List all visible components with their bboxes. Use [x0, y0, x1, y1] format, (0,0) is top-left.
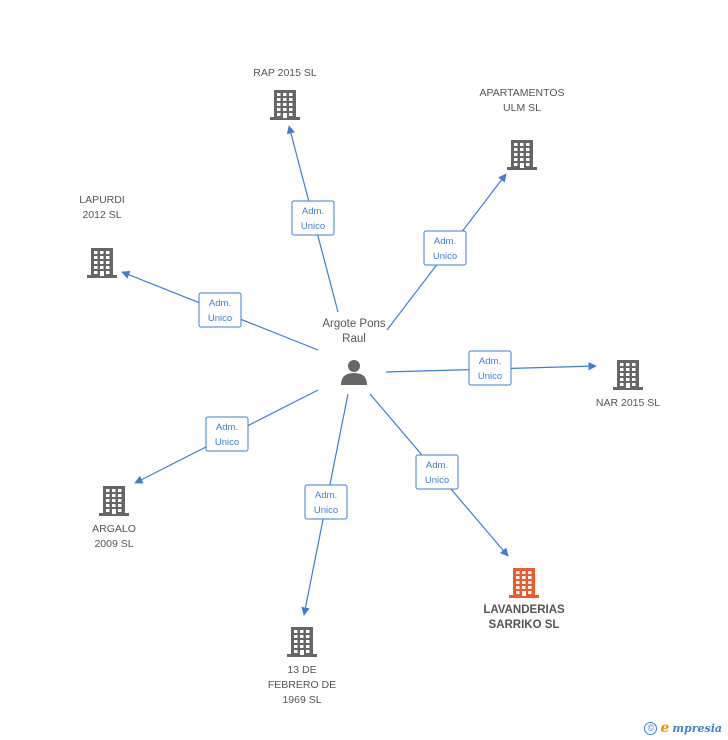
edge-label-box — [198, 292, 242, 328]
company-label-line: RAP 2015 SL — [253, 67, 317, 79]
edge-label-text: Adm. Unico — [215, 422, 239, 448]
company-label-line: ARGALO — [92, 523, 136, 535]
edge-label-text-line: Adm. — [426, 460, 448, 471]
company-label-line: SARRIKO SL — [489, 619, 560, 631]
company-label-line: FEBRERO DE — [268, 679, 336, 691]
company-label-line: 13 DE — [287, 664, 316, 676]
edge-label-text: Adm. Unico — [314, 490, 338, 516]
company-label-line: 2012 SL — [82, 209, 121, 221]
edges-layer: Adm.UnicoAdm.UnicoAdm.UnicoAdm.UnicoAdm.… — [121, 125, 597, 616]
person-name-line: Raul — [342, 333, 366, 345]
company-node-apartamentos[interactable]: APARTAMENTOS ULM SL — [480, 87, 565, 170]
building-icon — [507, 140, 537, 170]
brand-name: mpresia — [672, 721, 722, 735]
edge-label-text-line: Adm. — [479, 356, 501, 367]
edge-label-text-line: Unico — [425, 475, 449, 486]
company-label: RAP 2015 SL — [253, 67, 317, 79]
edge-lavanderias: Adm. Unico — [369, 393, 509, 557]
company-label-line: ULM SL — [503, 102, 541, 114]
edge-label-box — [205, 416, 249, 452]
copyright-icon: © — [644, 721, 658, 735]
edge-label-text-line: Adm. — [216, 422, 238, 433]
edge-nar: Adm. Unico — [385, 350, 597, 386]
company-node-febrero[interactable]: 13 DE FEBRERO DE 1969 SL — [268, 627, 336, 706]
edge-rap: Adm. Unico — [286, 125, 339, 313]
edge-label-adm-unico[interactable]: Adm. Unico — [198, 292, 242, 328]
company-label: NAR 2015 SL — [596, 397, 660, 409]
edge-label-text-line: Unico — [433, 251, 457, 262]
edge-label-text-line: Unico — [314, 505, 338, 516]
edge-label-adm-unico[interactable]: Adm. Unico — [304, 484, 348, 520]
edge-febrero: Adm. Unico — [301, 393, 349, 616]
edge-label-text: Adm. Unico — [301, 206, 325, 232]
company-node-rap[interactable]: RAP 2015 SL — [253, 67, 317, 120]
building-icon — [509, 568, 539, 598]
edge-lapurdi: Adm. Unico — [121, 270, 319, 351]
edge-label-adm-unico[interactable]: Adm. Unico — [205, 416, 249, 452]
edge-apartamentos: Adm. Unico — [386, 173, 507, 331]
company-label-line: 2009 SL — [94, 538, 133, 550]
company-label: LAPURDI 2012 SL — [79, 194, 125, 221]
edge-label-adm-unico[interactable]: Adm. Unico — [423, 230, 467, 266]
edge-label-box — [304, 484, 348, 520]
building-icon — [613, 360, 643, 390]
company-label: ARGALO 2009 SL — [92, 523, 136, 550]
edge-label-text-line: Unico — [215, 437, 239, 448]
edge-label-text-line: Unico — [478, 371, 502, 382]
edge-label-text-line: Unico — [301, 221, 325, 232]
nodes-layer: RAP 2015 SL APARTAMENTOS ULM SL LAPURDI 2012… — [79, 67, 660, 706]
building-icon — [87, 248, 117, 278]
company-label: APARTAMENTOS ULM SL — [480, 87, 565, 114]
edge-label-text-line: Adm. — [315, 490, 337, 501]
edge-label-adm-unico[interactable]: Adm. Unico — [291, 200, 335, 236]
edge-label-box — [415, 454, 459, 490]
edge-label-text: Adm. Unico — [208, 298, 232, 324]
edge-label-box — [468, 350, 512, 386]
edge-argalo: Adm. Unico — [134, 389, 319, 484]
person-name-line: Argote Pons — [322, 318, 386, 330]
brand-initial: e — [660, 720, 670, 736]
company-node-argalo[interactable]: ARGALO 2009 SL — [92, 486, 136, 550]
building-icon — [270, 90, 300, 120]
edge-label-box — [291, 200, 335, 236]
company-label: LAVANDERIAS SARRIKO SL — [483, 604, 565, 631]
edge-label-text: Adm. Unico — [478, 356, 502, 382]
company-node-lapurdi[interactable]: LAPURDI 2012 SL — [79, 194, 125, 278]
edge-label-box — [423, 230, 467, 266]
edge-label-text-line: Adm. — [434, 236, 456, 247]
company-label-line: APARTAMENTOS — [480, 87, 565, 99]
company-label-line: LAPURDI — [79, 194, 125, 206]
company-label: 13 DE FEBRERO DE 1969 SL — [268, 664, 336, 706]
building-icon — [99, 486, 129, 516]
edge-label-text-line: Adm. — [209, 298, 231, 309]
edge-label-adm-unico[interactable]: Adm. Unico — [415, 454, 459, 490]
person-icon — [341, 360, 367, 385]
company-node-lavanderias[interactable]: LAVANDERIAS SARRIKO SL — [483, 568, 565, 631]
company-label-line: LAVANDERIAS — [483, 604, 565, 616]
building-icon — [287, 627, 317, 657]
company-label-line: 1969 SL — [282, 694, 321, 706]
company-node-nar[interactable]: NAR 2015 SL — [596, 360, 660, 409]
edge-label-adm-unico[interactable]: Adm. Unico — [468, 350, 512, 386]
edge-label-text: Adm. Unico — [433, 236, 457, 262]
company-label-line: NAR 2015 SL — [596, 397, 660, 409]
edge-label-text: Adm. Unico — [425, 460, 449, 486]
edge-label-text-line: Unico — [208, 313, 232, 324]
edge-label-text-line: Adm. — [302, 206, 324, 217]
